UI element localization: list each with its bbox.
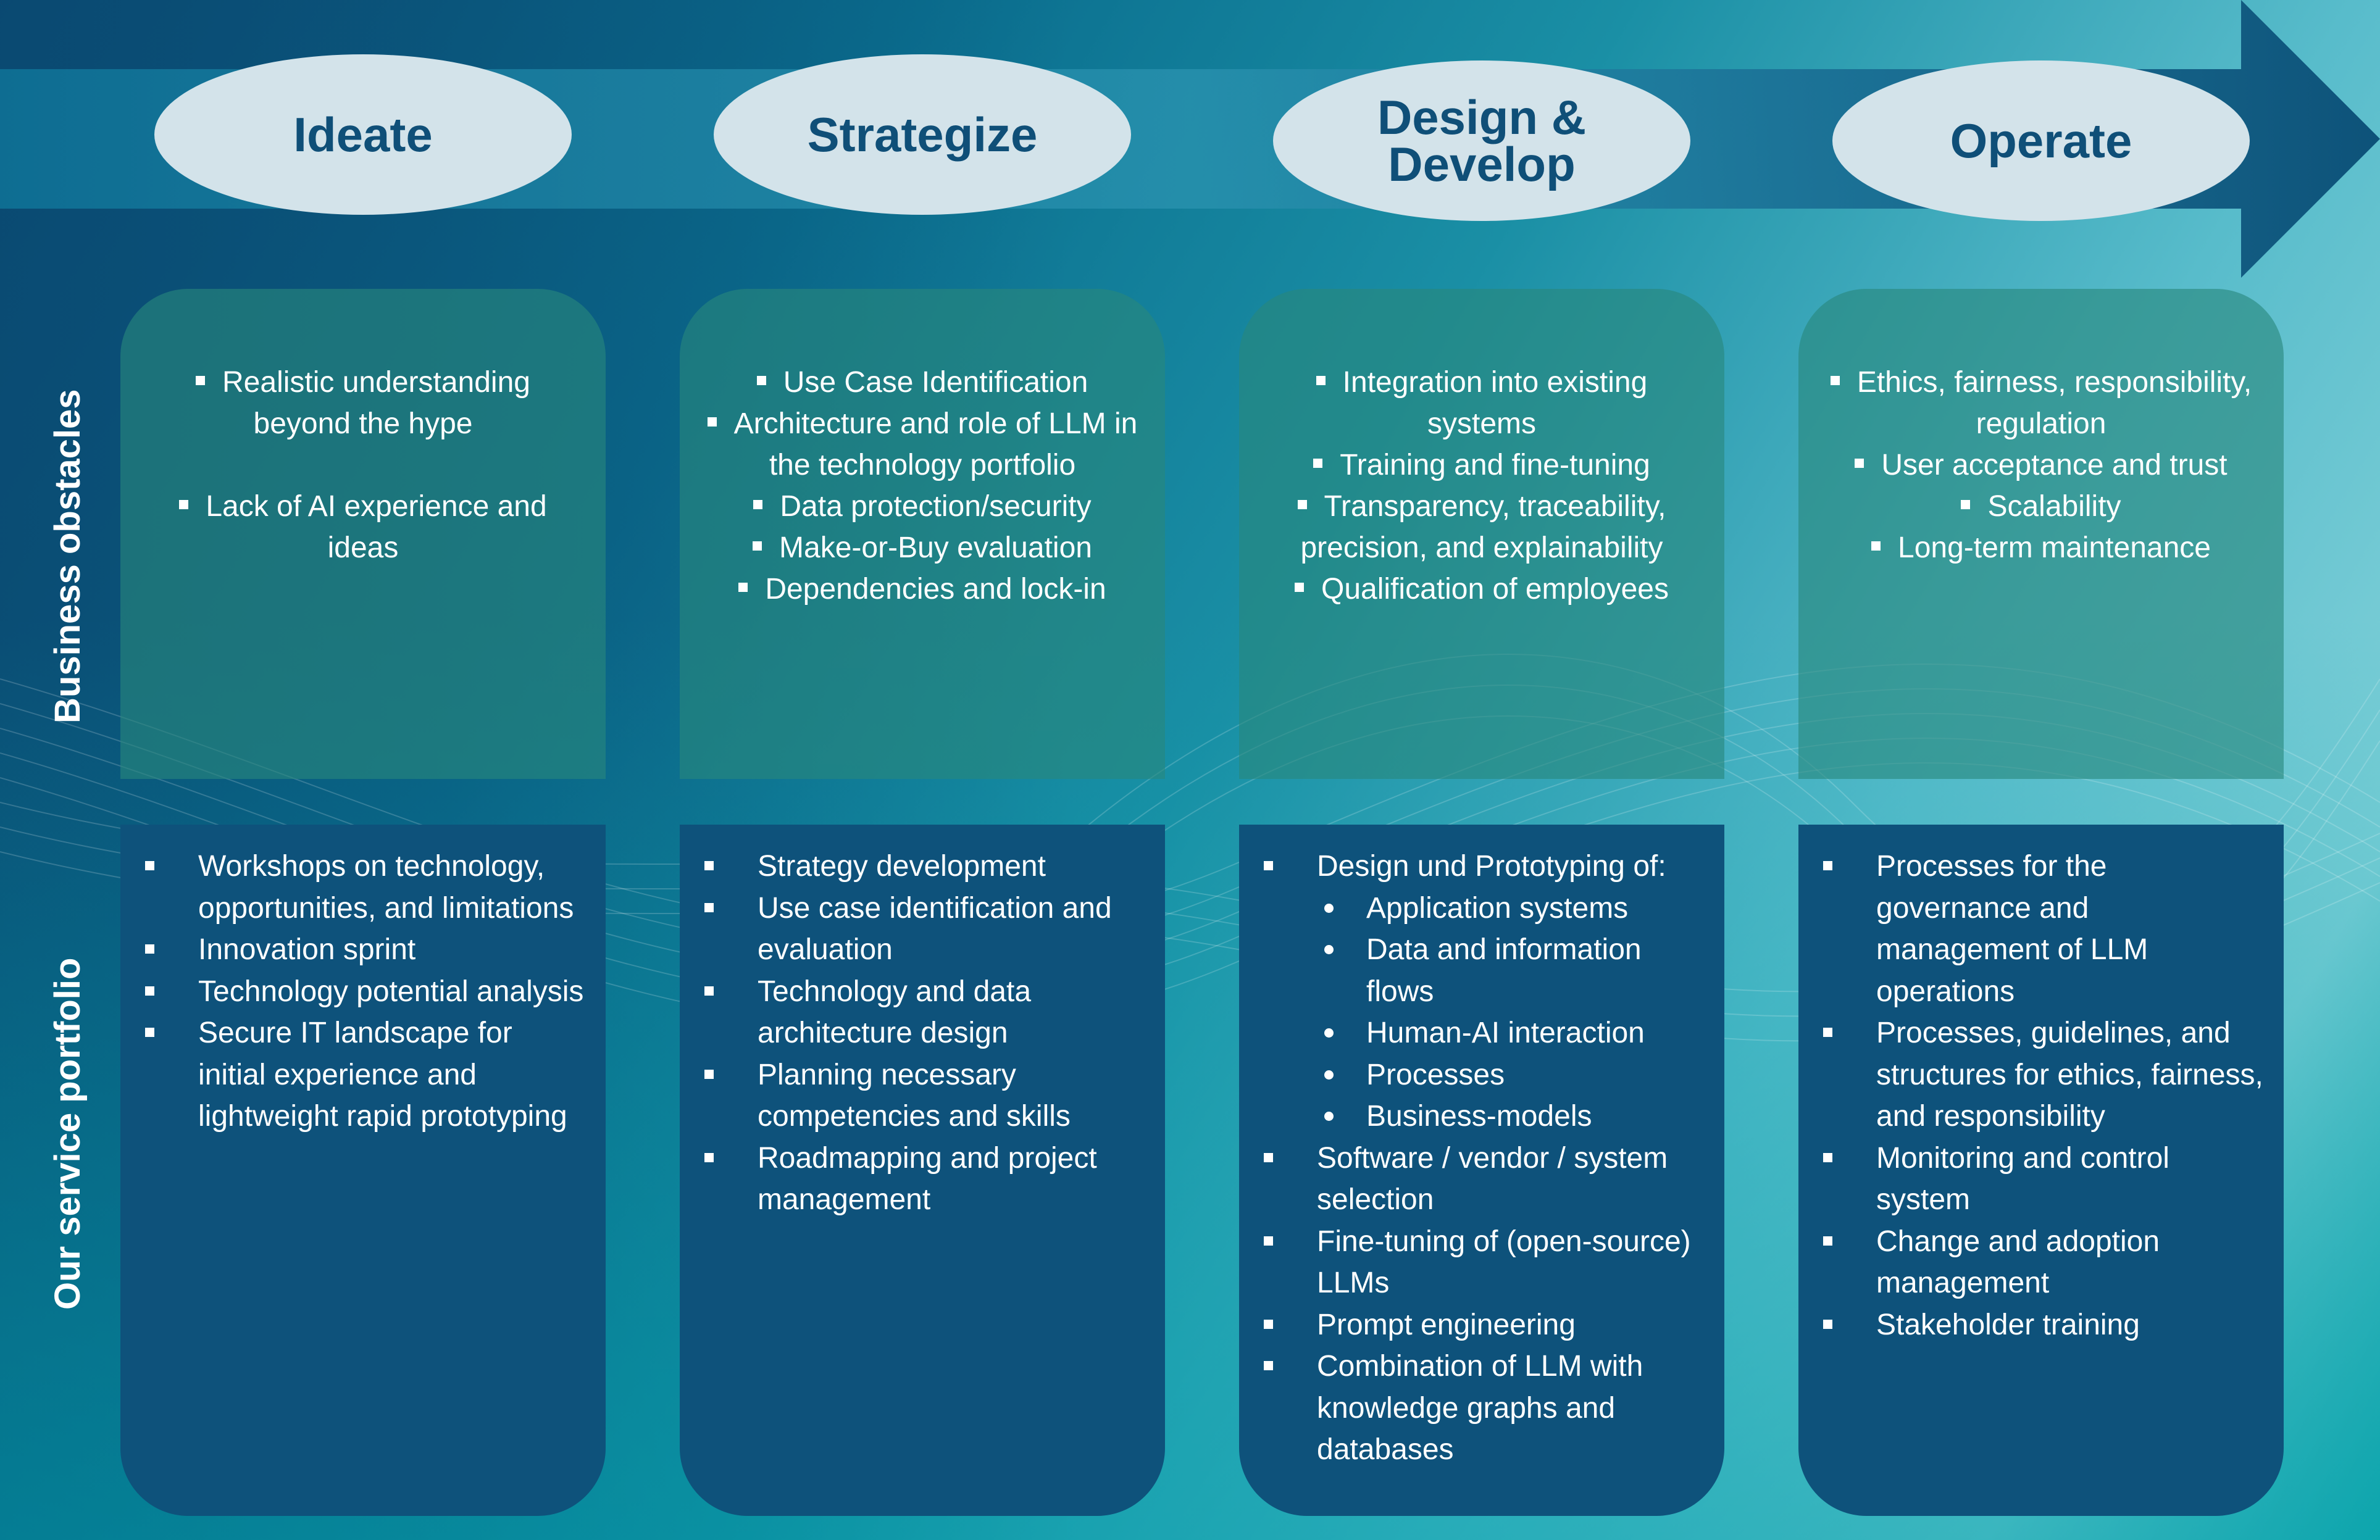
service-item: Fine-tuning of (open-source) LLMs <box>1264 1221 1706 1304</box>
phase-title: Strategize <box>807 107 1038 162</box>
ideate-obstacles-box: Realistic understanding beyond the hype … <box>120 289 606 779</box>
obstacle-item: Training and fine-tuning <box>1264 444 1700 486</box>
service-item: Monitoring and control system <box>1823 1138 2265 1221</box>
obstacle-item: Long-term maintenance <box>1823 527 2259 568</box>
service-item: Change and adoption management <box>1823 1221 2265 1304</box>
square-bullet-icon <box>1871 541 1881 551</box>
obstacle-item: Ethics, fairness, responsibility, regula… <box>1823 362 2259 444</box>
square-bullet-icon <box>179 499 189 509</box>
service-item: Planning necessary competencies and skil… <box>704 1054 1146 1138</box>
design-develop-obstacles-box: Integration into existing systems Traini… <box>1239 289 1724 779</box>
service-item: Processes for the governance and managem… <box>1823 846 2265 1012</box>
square-bullet-icon <box>753 499 763 509</box>
obstacle-item: Use Case Identification <box>704 362 1140 403</box>
square-bullet-icon <box>196 375 206 385</box>
phase-title: Ideate <box>293 107 433 162</box>
phase-strategize-ellipse: Strategize <box>714 54 1131 215</box>
square-bullet-icon <box>1855 458 1864 468</box>
square-bullet-icon <box>145 986 154 996</box>
service-item: Innovation sprint <box>145 929 587 971</box>
strategize-services-box: Strategy development Use case identifica… <box>680 825 1165 1516</box>
obstacle-item: User acceptance and trust <box>1823 444 2259 486</box>
service-item: Stakeholder training <box>1823 1304 2265 1346</box>
obstacle-item: Make-or-Buy evaluation <box>704 527 1140 568</box>
square-bullet-icon <box>1313 458 1323 468</box>
operate-obstacles-box: Ethics, fairness, responsibility, regula… <box>1798 289 2284 779</box>
obstacle-item: Integration into existing systems <box>1264 362 1700 444</box>
business-obstacles-label: Business obstacles <box>48 389 88 723</box>
square-bullet-icon <box>145 1028 154 1037</box>
service-item: Prompt engineering <box>1264 1304 1706 1346</box>
square-bullet-icon <box>1264 861 1273 870</box>
round-bullet-icon <box>1324 1070 1334 1080</box>
square-bullet-icon <box>707 417 717 427</box>
phase-title: Design & Develop <box>1377 90 1587 191</box>
obstacle-item: Realistic understanding beyond the hype <box>145 362 581 444</box>
square-bullet-icon <box>704 1069 714 1079</box>
service-item: Secure IT landscape for initial experien… <box>145 1012 587 1138</box>
phase-design-develop-ellipse: Design & Develop <box>1273 60 1690 221</box>
square-bullet-icon <box>1264 1152 1273 1162</box>
square-bullet-icon <box>1823 861 1832 870</box>
square-bullet-icon <box>145 944 154 954</box>
square-bullet-icon <box>1316 375 1326 385</box>
square-bullet-icon <box>704 902 714 912</box>
square-bullet-icon <box>1295 582 1305 592</box>
square-bullet-icon <box>1297 499 1307 509</box>
phase-title: Operate <box>1950 114 2132 168</box>
service-item: Use case identification and evaluation <box>704 888 1146 971</box>
square-bullet-icon <box>704 986 714 996</box>
service-subitem: Processes <box>1264 1054 1706 1096</box>
square-bullet-icon <box>753 541 762 551</box>
service-subitem: Business-models <box>1264 1096 1706 1138</box>
square-bullet-icon <box>1264 1319 1273 1329</box>
obstacle-item: Dependencies and lock-in <box>704 568 1140 610</box>
round-bullet-icon <box>1324 1028 1334 1038</box>
service-item: Workshops on technology, opportunities, … <box>145 846 587 929</box>
service-subitem: Human-AI interaction <box>1264 1012 1706 1054</box>
phase-ideate-ellipse: Ideate <box>154 54 572 215</box>
obstacle-item: Data protection/security <box>704 486 1140 527</box>
service-item: Technology and data architecture design <box>704 971 1146 1054</box>
process-arrow <box>0 0 2380 278</box>
design-develop-services-box: Design und Prototyping of: Application s… <box>1239 825 1724 1516</box>
square-bullet-icon <box>704 861 714 870</box>
service-subitem: Application systems <box>1264 888 1706 930</box>
service-item: Combination of LLM with knowledge graphs… <box>1264 1346 1706 1471</box>
obstacle-item: Transparency, traceability, precision, a… <box>1264 486 1700 568</box>
service-item: Roadmapping and project management <box>704 1138 1146 1221</box>
round-bullet-icon <box>1324 945 1334 954</box>
square-bullet-icon <box>1264 1236 1273 1246</box>
square-bullet-icon <box>1823 1028 1832 1037</box>
ideate-services-box: Workshops on technology, opportunities, … <box>120 825 606 1516</box>
strategize-obstacles-box: Use Case Identification Architecture and… <box>680 289 1165 779</box>
service-item: Strategy development <box>704 846 1146 888</box>
round-bullet-icon <box>1324 1112 1334 1121</box>
obstacle-item: Architecture and role of LLM in the tech… <box>704 403 1140 486</box>
service-item: Software / vendor / system selection <box>1264 1138 1706 1221</box>
service-subitem: Data and information flows <box>1264 929 1706 1012</box>
square-bullet-icon <box>756 375 766 385</box>
square-bullet-icon <box>1823 1152 1832 1162</box>
obstacle-item: Scalability <box>1823 486 2259 527</box>
service-item: Design und Prototyping of: <box>1264 846 1706 888</box>
square-bullet-icon <box>1264 1361 1273 1370</box>
square-bullet-icon <box>1961 499 1971 509</box>
obstacle-item: Lack of AI experience and ideas <box>145 486 581 568</box>
obstacle-item: Qualification of employees <box>1264 568 1700 610</box>
operate-services-box: Processes for the governance and managem… <box>1798 825 2284 1516</box>
square-bullet-icon <box>1830 375 1840 385</box>
service-item: Processes, guidelines, and structures fo… <box>1823 1012 2265 1138</box>
square-bullet-icon <box>738 582 748 592</box>
square-bullet-icon <box>704 1152 714 1162</box>
square-bullet-icon <box>1823 1236 1832 1246</box>
service-item: Technology potential analysis <box>145 971 587 1013</box>
square-bullet-icon <box>1823 1319 1832 1329</box>
square-bullet-icon <box>145 861 154 870</box>
round-bullet-icon <box>1324 903 1334 913</box>
service-portfolio-label: Our service portfolio <box>48 957 88 1310</box>
phase-operate-ellipse: Operate <box>1832 60 2250 221</box>
